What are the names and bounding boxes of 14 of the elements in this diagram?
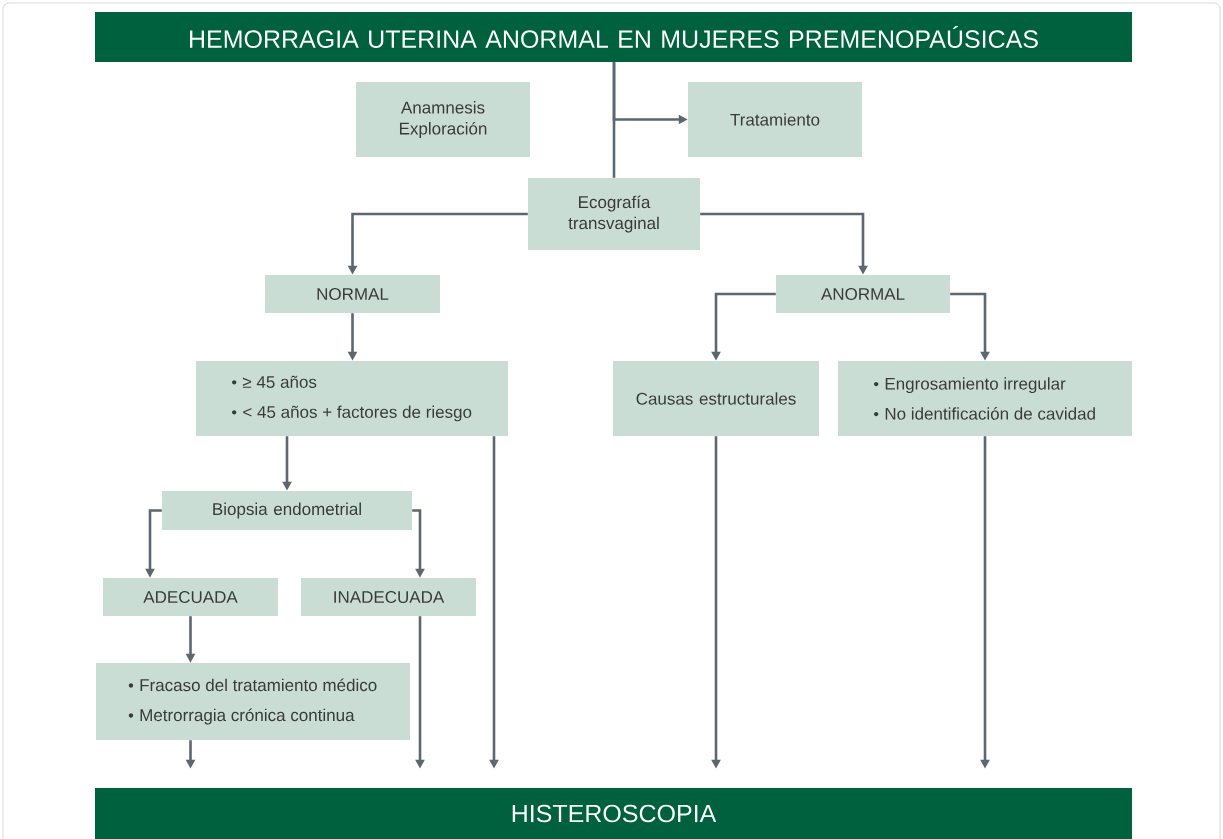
process-box: ≥ 45 años < 45 años + factores de riesgo <box>196 361 508 436</box>
title-banner: HEMORRAGIA UTERINA ANORMAL EN MUJERES PREMENOPAÚSICAS <box>95 12 1132 62</box>
process-box: ADECUADA <box>103 578 278 616</box>
process-box: Engrosamiento irregular No identificación de cavidad <box>838 361 1132 436</box>
process-box: INADECUADA <box>301 578 476 616</box>
title-banner: HISTEROSCOPIA <box>95 788 1132 839</box>
process-box: Tratamiento <box>688 82 862 157</box>
process-box: Biopsia endometrial <box>162 491 412 530</box>
process-box: Ecografía transvaginal <box>528 178 700 250</box>
process-box: ANORMAL <box>776 275 950 313</box>
process-box: Anamnesis Exploración <box>356 82 530 157</box>
process-box: Fracaso del tratamiento médico Metrorragia crónica continua <box>96 663 410 740</box>
process-box: NORMAL <box>265 275 440 313</box>
process-box: Causas estructurales <box>613 361 819 436</box>
